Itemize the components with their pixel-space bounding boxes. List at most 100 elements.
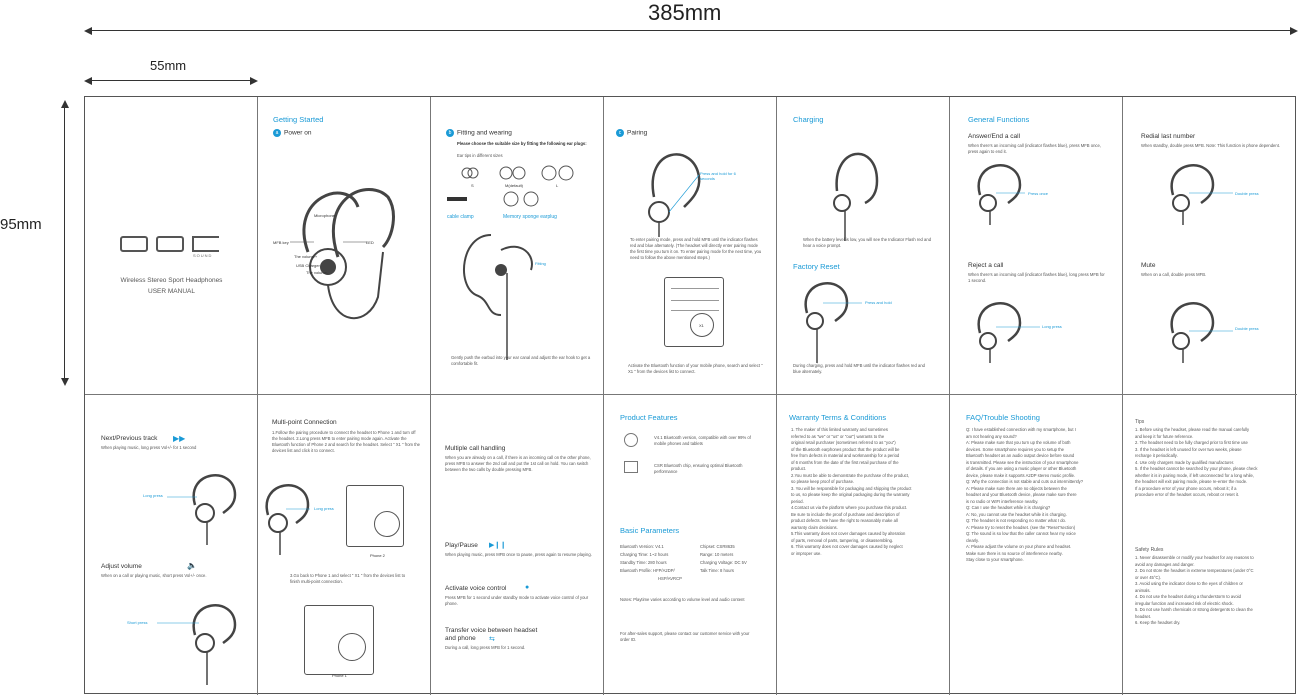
param-cell: Charging Voltage: DC 5V bbox=[700, 559, 747, 565]
arrow-head-down bbox=[61, 378, 69, 386]
list-item: 3. Avoid using the indicator close to th… bbox=[1135, 581, 1243, 586]
list-item: 4.Contact us via the platform where you … bbox=[791, 505, 908, 510]
factory-reset-heading: Factory Reset bbox=[793, 262, 840, 271]
list-item: original retail purchaser (sometimes ref… bbox=[791, 440, 896, 445]
volume-text: When on a call or playing music, short p… bbox=[101, 573, 207, 578]
transfer-text: During a call, long press MFB for 1 seco… bbox=[445, 645, 526, 650]
device-zoom-circle: X1 bbox=[690, 313, 714, 337]
list-item: warranty claim decisions. bbox=[791, 524, 838, 530]
headset-answer-icon bbox=[977, 164, 1025, 225]
general-heading: General Functions bbox=[968, 115, 1030, 124]
panel-general: General Functions Answer/End a call When… bbox=[950, 97, 1123, 395]
label-microphone: Microphone bbox=[314, 213, 335, 218]
volume-title: Adjust volume bbox=[101, 563, 142, 570]
param-cell: Bluetooth Profile: HFP/A2DP/ bbox=[620, 567, 675, 573]
list-item: 6. This warranty does not cover damages … bbox=[791, 544, 903, 549]
redial-text: When standby, double press MFB. Note: Th… bbox=[1141, 143, 1281, 148]
panel-redial: Redial last number When standby, double … bbox=[1123, 97, 1297, 395]
list-item: and keep it for future reference. bbox=[1135, 433, 1194, 439]
param-cell: Range: 10 meters bbox=[700, 551, 734, 557]
label-vol-down: The volume- bbox=[306, 270, 329, 275]
param-cell: Charging Time: 1~2 hours bbox=[620, 551, 669, 557]
list-item: Bluetooth headset as an audio output dev… bbox=[966, 453, 1075, 458]
arrow-head-left-2 bbox=[84, 77, 92, 85]
list-item: whether it is in pairing mode, if left u… bbox=[1135, 472, 1254, 478]
phone1-label: Phone 1 bbox=[332, 673, 347, 678]
features-heading: Product Features bbox=[620, 413, 678, 422]
panel-cover: SOUND Wireless Stereo Sport Headphones U… bbox=[85, 97, 258, 395]
play-text: When playing music, press MFB once to pa… bbox=[445, 552, 592, 557]
headset-reject-icon bbox=[977, 302, 1040, 363]
panel-faq: FAQ/Trouble Shooting Q: I have establish… bbox=[950, 395, 1123, 695]
list-item: Q: The sound is so low that the caller c… bbox=[966, 531, 1076, 536]
list-item: Q: The headset is not responding no matt… bbox=[966, 518, 1067, 523]
multi-call-text: When you are already on a call, if there… bbox=[445, 455, 591, 473]
panel-charging: Charging When the battery level is low, … bbox=[777, 97, 950, 395]
volume-icon: 🔈 bbox=[187, 561, 197, 570]
param-cell: Chipset: CSR8635 bbox=[700, 544, 735, 549]
list-item: product. bbox=[791, 466, 807, 471]
list-item: If a procedure error of your phone occur… bbox=[1135, 485, 1237, 491]
label-mfb: MFB key bbox=[273, 240, 289, 245]
brand-subtitle: USER MANUAL bbox=[148, 288, 195, 295]
mute-title: Mute bbox=[1141, 262, 1156, 269]
device-name-x1: X1 bbox=[699, 323, 704, 328]
play-title: Play/Pause bbox=[445, 542, 478, 549]
list-item: animals. bbox=[1135, 587, 1151, 593]
csr-chip-icon bbox=[624, 461, 638, 473]
arrow-head-left bbox=[84, 27, 92, 35]
reject-text: When there's an incoming call (indicator… bbox=[968, 272, 1105, 284]
sponge-label: Memory sponge earplug bbox=[503, 214, 557, 220]
list-item: 2. Do not store the headset in extreme t… bbox=[1135, 568, 1254, 573]
faq-heading: FAQ/Trouble Shooting bbox=[966, 413, 1040, 422]
list-item: device, please make it supports A2DP ste… bbox=[966, 472, 1076, 478]
arrow-head-right bbox=[1290, 27, 1298, 35]
answer-title: Answer/End a call bbox=[968, 133, 1021, 140]
feature-1: V4.1 Bluetooth version, compatible with … bbox=[654, 435, 751, 447]
list-item: 5. Do not use harsh chemicals or strong … bbox=[1135, 607, 1253, 612]
mute-text: When on a call, double press MFB. bbox=[1141, 272, 1207, 277]
transfer-title-2: and phone bbox=[445, 635, 476, 642]
height-total-label: 95mm bbox=[0, 216, 42, 233]
height-total-arrow bbox=[64, 104, 65, 382]
phone2-label: Phone 2 bbox=[370, 553, 385, 558]
list-item: is transmitted. Please see the instructi… bbox=[966, 459, 1079, 465]
params-heading: Basic Parameters bbox=[620, 526, 680, 535]
fitting-bottom-text: Gently push the earbud into your ear can… bbox=[451, 355, 591, 367]
list-item: 2.You must be able to demonstrate the pu… bbox=[791, 472, 910, 478]
list-item: the headset will exit pairing mode, plea… bbox=[1135, 479, 1248, 484]
param-cell: Talk Time: 8 hours bbox=[700, 567, 734, 573]
size-l: L bbox=[556, 183, 559, 188]
phone2-screen bbox=[346, 485, 404, 547]
list-item: Q: Can I use the headset while it is cha… bbox=[966, 505, 1051, 510]
headset-multipoint-icon bbox=[265, 484, 310, 555]
multipoint-text3: 3.Go back to Phone 1 and select " X1 " f… bbox=[290, 573, 406, 585]
list-item: or over 45°C). bbox=[1135, 574, 1162, 580]
multi-call-title: Multiple call handling bbox=[445, 445, 506, 452]
list-item: or improper use. bbox=[791, 550, 822, 556]
list-item: 3. If the headset is left unused for ove… bbox=[1135, 446, 1242, 452]
list-item: Stay close to your smartphone. bbox=[966, 557, 1024, 562]
size-s: S bbox=[471, 183, 474, 188]
list-item: Make sure there is no source of interfer… bbox=[966, 550, 1063, 556]
list-item: procedure error of the headset occurs, r… bbox=[1135, 492, 1240, 497]
params-note: Notes: Playtime varies according to volu… bbox=[620, 597, 745, 602]
panel-multipoint: Multi-point Connection 1.Follow the pair… bbox=[258, 395, 431, 695]
list-item: A: No, you cannot use the headset while … bbox=[966, 511, 1067, 517]
panel-calls: Multiple call handling When you are alre… bbox=[431, 395, 604, 695]
list-item: 4. Do not use the headset during a thund… bbox=[1135, 594, 1241, 599]
fitting-heading: Fitting and wearing bbox=[457, 129, 512, 137]
list-item: Be sure to include the proof of purchase… bbox=[791, 511, 900, 517]
list-item: 5. If the headset cannot be searched by … bbox=[1135, 466, 1258, 471]
fitting-label: Fitting bbox=[535, 261, 546, 266]
headset-next-icon bbox=[167, 474, 237, 545]
transfer-icon: ⇆ bbox=[489, 636, 495, 643]
width-total-arrow bbox=[86, 30, 1294, 31]
param-cell: Bluetooth Version: V4.1 bbox=[620, 544, 664, 549]
multipoint-label: Long press bbox=[314, 506, 334, 511]
reset-press-label: Press and hold bbox=[865, 300, 892, 305]
list-item: clearly. bbox=[966, 537, 979, 543]
cable-clamp-label: cable clamp bbox=[447, 214, 474, 220]
